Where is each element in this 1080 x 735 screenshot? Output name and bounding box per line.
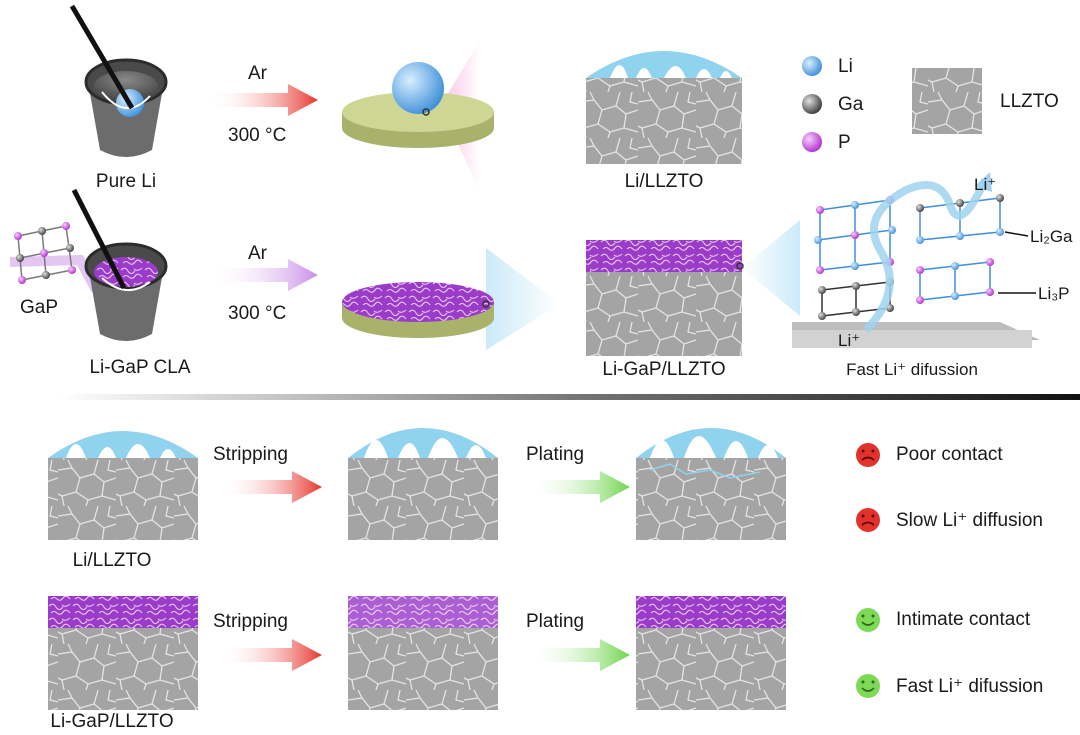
gap-crystal: [9, 222, 101, 293]
li-gap-cla-label: Li-GaP CLA: [89, 357, 191, 378]
li3p-label: Li₃P: [1038, 284, 1070, 303]
status-intimate-contact: Intimate contact: [896, 609, 1031, 630]
diffusion-lattice: [792, 172, 1040, 348]
li-gap-llzto-label-top: Li-GaP/LLZTO: [602, 359, 726, 380]
plating-label-2: Plating: [526, 611, 585, 632]
li-plus-label-top: Li⁺: [974, 175, 997, 194]
li-gap-disk: [342, 248, 560, 350]
li-gap-llzto-cross-section-top: [586, 220, 800, 356]
stripping-label-1: Stripping: [213, 444, 288, 465]
fast-li-diffusion-label-top: Fast Li⁺ difussion: [846, 360, 978, 379]
temperature-label-2: 300 °C: [228, 303, 287, 324]
li-llzto-label-bottom: Li/LLZTO: [72, 550, 152, 571]
happy-face-icon: [856, 608, 880, 632]
happy-face-icon: [856, 674, 880, 698]
li-llzto-cross-section-top: [586, 51, 742, 164]
legend-p-label: P: [838, 132, 851, 153]
status-fast-diffusion: Fast Li⁺ difussion: [896, 676, 1044, 697]
ar-label-1: Ar: [248, 63, 267, 84]
plating-arrow-green-2: [528, 639, 630, 671]
status-poor-contact: Poor contact: [896, 444, 1003, 465]
section-divider: [60, 394, 1080, 400]
li-gap-crucible: [71, 188, 168, 341]
legend-p-sphere: [802, 132, 822, 152]
ar-label-2: Ar: [248, 243, 267, 264]
pure-li-crucible: [69, 4, 168, 157]
status-slow-diffusion: Slow Li⁺ diffusion: [896, 510, 1043, 531]
li-llzto-after-plating: [636, 428, 786, 540]
stripping-arrow-red-2: [220, 639, 322, 671]
gap-label: GaP: [20, 297, 59, 318]
li-llzto-after-stripping: [348, 428, 498, 540]
sad-face-icon: [856, 443, 880, 467]
legend-llzto-label: LLZTO: [1000, 91, 1059, 112]
stripping-label-2: Stripping: [213, 611, 288, 632]
legend-llzto-tile: [912, 68, 982, 134]
plating-label-1: Plating: [526, 444, 585, 465]
pure-li-label: Pure Li: [95, 171, 157, 192]
li2ga-label: Li₂Ga: [1030, 227, 1073, 246]
li-gap-llzto-after-plating: [636, 596, 786, 710]
li-plus-label-bottom: Li⁺: [838, 331, 861, 350]
li-gap-llzto-label-bottom: Li-GaP/LLZTO: [50, 711, 174, 732]
li-gap-llzto-after-stripping: [348, 596, 498, 710]
li-on-llzto-disk: [342, 40, 494, 190]
sad-face-icon: [856, 508, 880, 532]
plating-arrow-green-1: [528, 471, 630, 503]
legend-li-sphere: [802, 56, 822, 76]
stripping-arrow-red-1: [220, 471, 322, 503]
heating-arrow-red-1: [210, 84, 318, 116]
li-gap-llzto-before: [48, 596, 198, 710]
li-llzto-before: [48, 431, 198, 540]
li-llzto-label-top: Li/LLZTO: [624, 171, 704, 192]
heating-arrow-pink-2: [210, 259, 318, 291]
legend: [802, 56, 982, 152]
legend-li-label: Li: [838, 56, 853, 77]
legend-ga-label: Ga: [838, 94, 864, 115]
temperature-label-1: 300 °C: [228, 125, 287, 146]
legend-ga-sphere: [802, 94, 822, 114]
